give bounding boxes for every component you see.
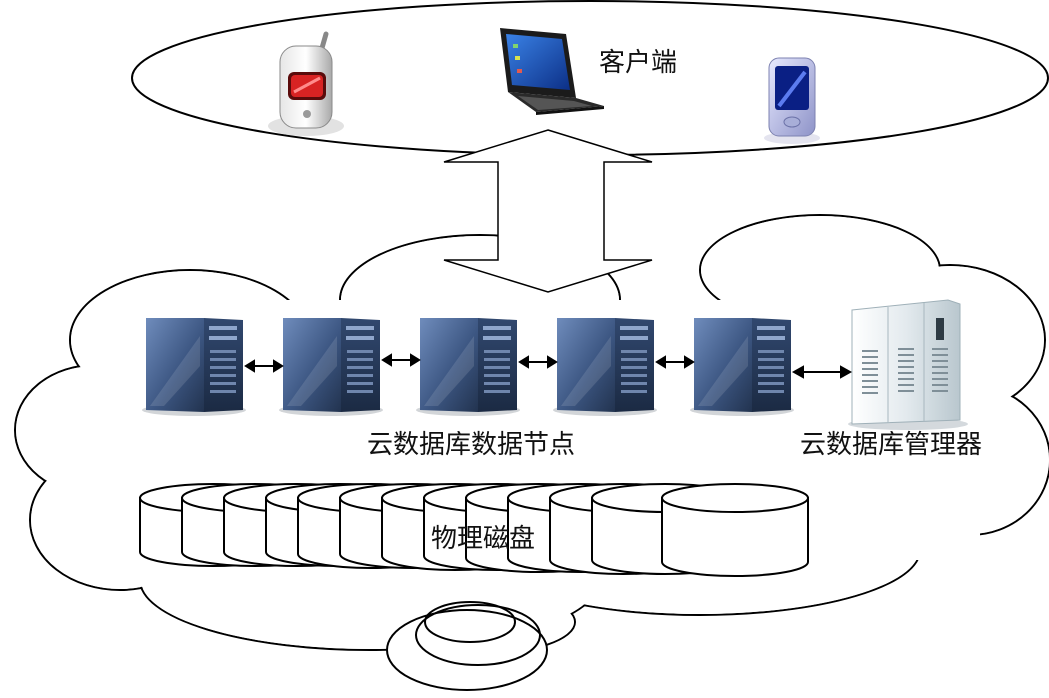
data-node-server-4: [553, 318, 657, 416]
data-node-server-5: [690, 318, 794, 416]
data-node-server-2: [279, 318, 383, 416]
manager-server-cabinet-icon: [848, 299, 968, 430]
mobile-phone-icon: [268, 31, 344, 136]
connector-3-4: [518, 355, 558, 369]
pda-icon: [764, 57, 820, 144]
disk-cylinder-icon: [661, 483, 809, 577]
data-nodes-label: 云数据库数据节点: [367, 430, 576, 460]
node-connectors: [244, 353, 853, 379]
data-node-server-3: [416, 318, 520, 416]
data-node-server-1: [142, 318, 246, 416]
manager-label: 云数据库管理器: [800, 430, 983, 460]
client-label: 客户端: [599, 48, 678, 78]
disks-label: 物理磁盘: [431, 524, 536, 554]
laptop-icon: [500, 28, 604, 115]
cloud-tail-puffs: [386, 601, 548, 691]
physical-disk-stack: [139, 483, 809, 577]
client-cloud-double-arrow: [443, 129, 653, 293]
connector-5-manager: [791, 365, 853, 379]
connector-4-5: [655, 355, 695, 369]
connector-1-2: [244, 359, 284, 373]
connector-2-3: [381, 353, 421, 367]
client-ellipse: [131, 0, 1049, 156]
